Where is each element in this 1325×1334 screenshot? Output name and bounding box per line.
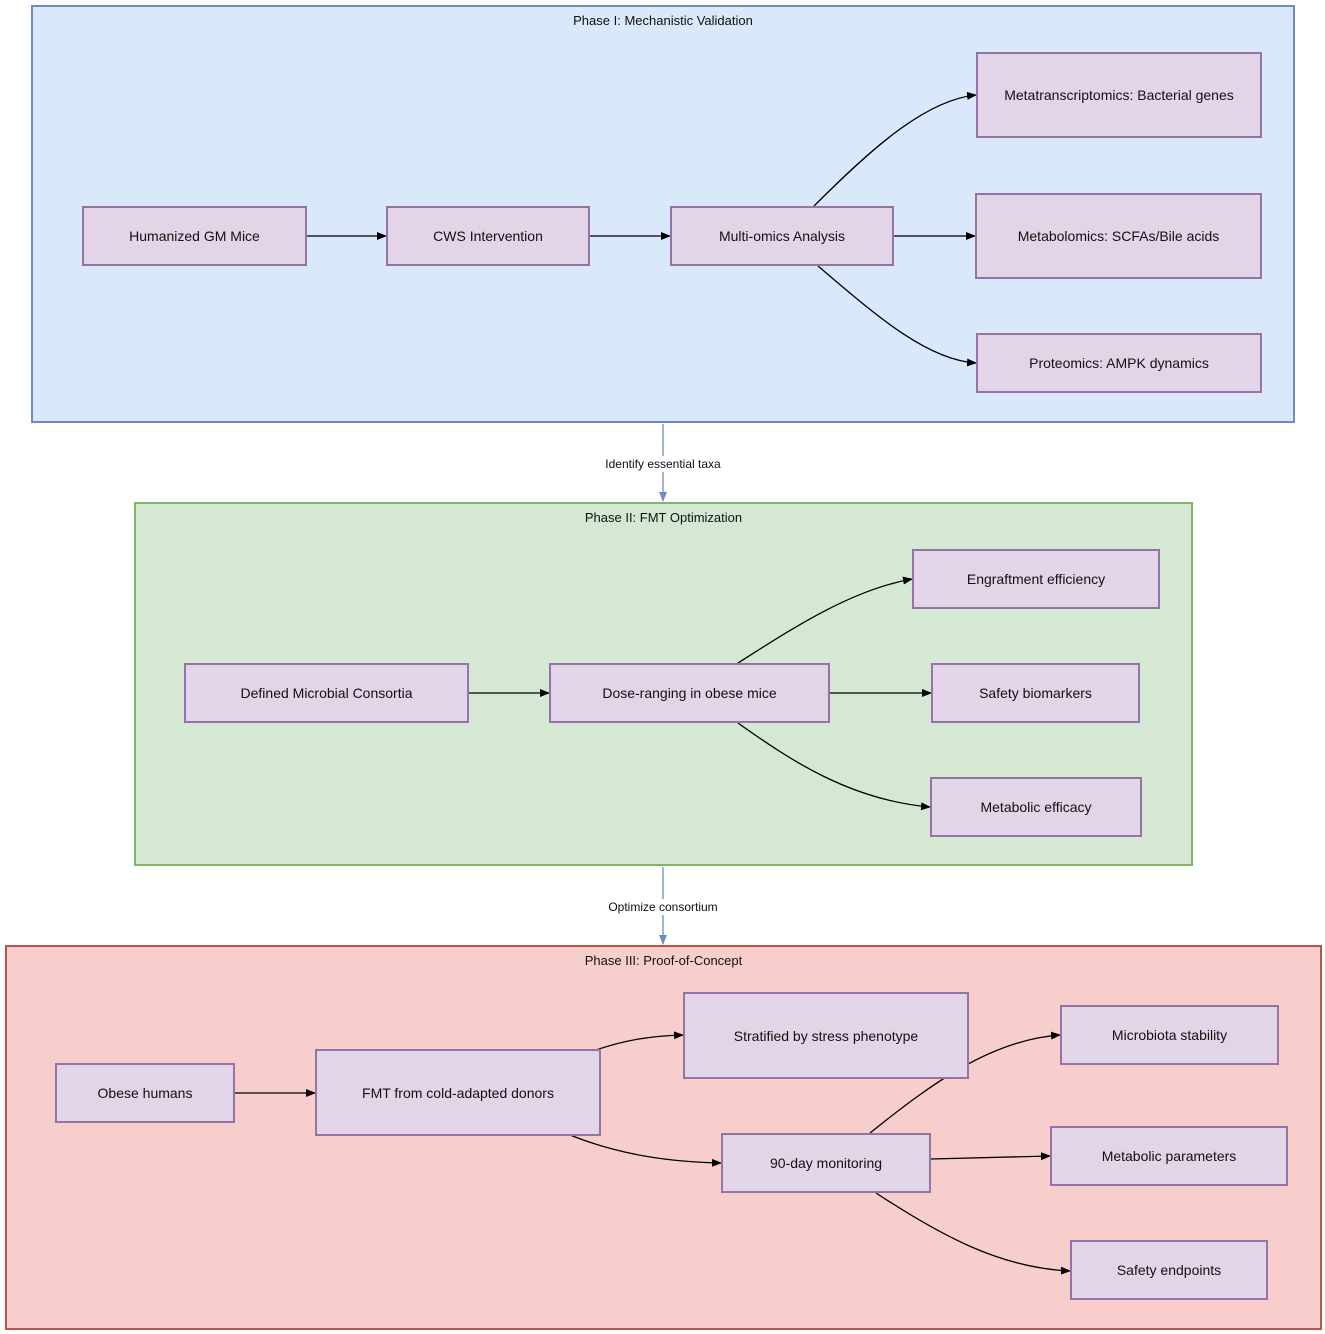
edge-dose-to-efficacy bbox=[737, 722, 931, 811]
edge-monitoring-to-safety-endpoints bbox=[875, 1192, 1071, 1275]
node-stratified-stress: Stratified by stress phenotype bbox=[683, 992, 969, 1079]
node-defined-microbial-consortia: Defined Microbial Consortia bbox=[184, 663, 469, 723]
edge-dose-to-engraftment bbox=[737, 576, 913, 664]
link-label-identify-taxa: Identify essential taxa bbox=[602, 456, 724, 472]
edge-fmt-to-monitoring bbox=[569, 1134, 722, 1167]
node-safety-endpoints: Safety endpoints bbox=[1070, 1240, 1268, 1300]
node-fmt-cold-adapted: FMT from cold-adapted donors bbox=[315, 1049, 601, 1136]
node-dose-ranging: Dose-ranging in obese mice bbox=[549, 663, 830, 723]
phase-3-title: Phase III: Proof-of-Concept bbox=[584, 953, 743, 968]
node-engraftment-efficiency: Engraftment efficiency bbox=[912, 549, 1160, 609]
edge-monitoring-to-metabolic bbox=[930, 1152, 1051, 1161]
phase-2-title: Phase II: FMT Optimization bbox=[584, 510, 743, 525]
node-microbiota-stability: Microbiota stability bbox=[1060, 1005, 1279, 1065]
node-humanized-gm-mice: Humanized GM Mice bbox=[82, 206, 307, 266]
node-proteomics: Proteomics: AMPK dynamics bbox=[976, 333, 1262, 393]
edge-multiomics-to-proteomics bbox=[817, 265, 977, 367]
edge-fmt-to-stratified bbox=[595, 1031, 684, 1051]
node-metatranscriptomics: Metatranscriptomics: Bacterial genes bbox=[976, 52, 1262, 138]
node-safety-biomarkers: Safety biomarkers bbox=[931, 663, 1140, 723]
node-metabolic-efficacy: Metabolic efficacy bbox=[930, 777, 1142, 837]
node-multi-omics-analysis: Multi-omics Analysis bbox=[670, 206, 894, 266]
node-metabolomics: Metabolomics: SCFAs/Bile acids bbox=[975, 193, 1262, 279]
link-label-optimize-consortium: Optimize consortium bbox=[605, 899, 721, 915]
node-cws-intervention: CWS Intervention bbox=[386, 206, 590, 266]
node-90-day-monitoring: 90-day monitoring bbox=[721, 1133, 931, 1193]
node-metabolic-parameters: Metabolic parameters bbox=[1050, 1126, 1288, 1186]
node-obese-humans: Obese humans bbox=[55, 1063, 235, 1123]
edge-multiomics-to-metatranscriptomics bbox=[813, 91, 977, 207]
phase-1-title: Phase I: Mechanistic Validation bbox=[573, 13, 753, 28]
